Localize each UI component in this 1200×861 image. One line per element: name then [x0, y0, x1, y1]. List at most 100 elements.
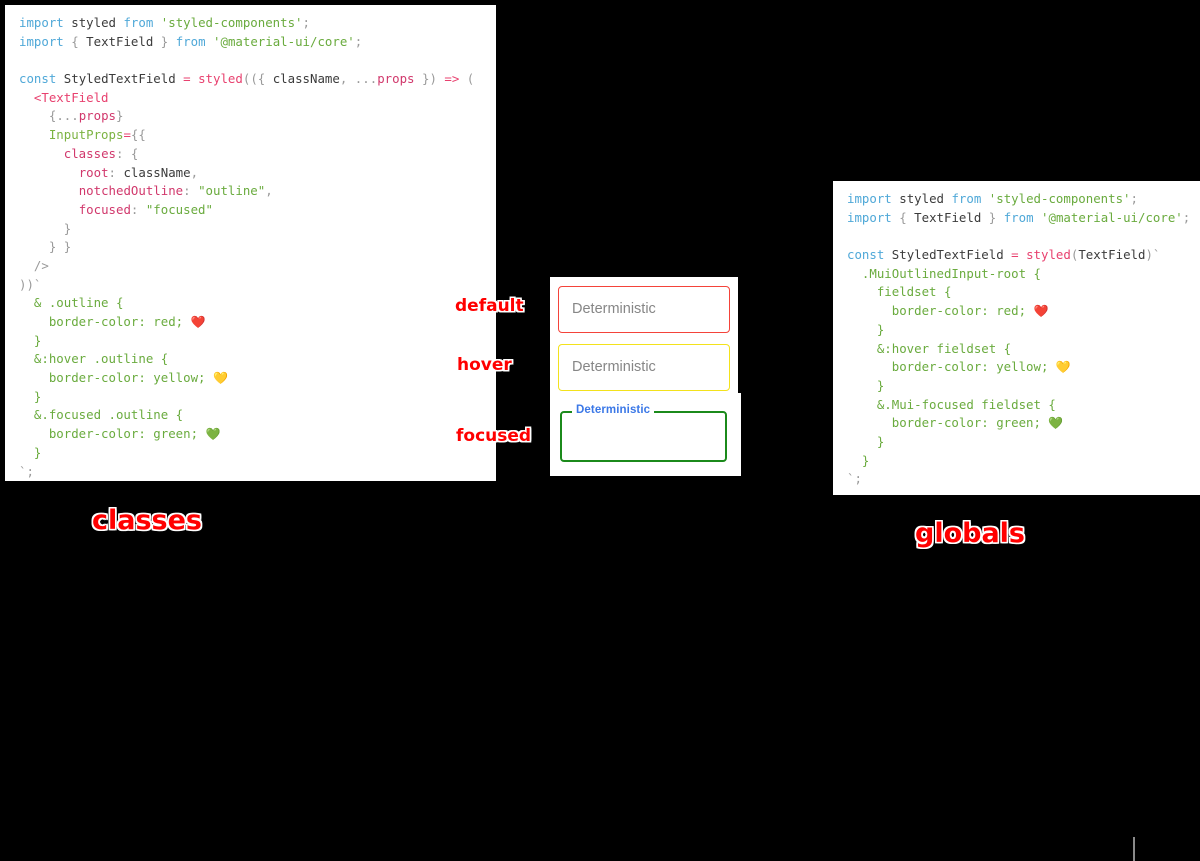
code-line: &.focused .outline { — [19, 406, 496, 425]
code-line: root: className, — [19, 164, 496, 183]
code-token: { — [257, 71, 266, 87]
code-token: ... — [56, 108, 79, 124]
code-token: InputProps — [48, 127, 124, 143]
code-token: import — [847, 209, 892, 225]
code-token: : — [108, 164, 116, 180]
code-token: } — [116, 108, 124, 124]
code-token — [347, 71, 354, 86]
code-token: : — [183, 183, 191, 199]
code-token — [1034, 210, 1041, 225]
code-token — [56, 71, 63, 86]
code-line: } — [847, 433, 1200, 452]
code-token — [123, 146, 130, 161]
code-token — [191, 71, 198, 86]
code-token: classes — [63, 145, 116, 161]
code-line: } — [19, 220, 496, 239]
code-token: import — [847, 191, 892, 206]
code-token: &:hover fieldset { — [847, 340, 1012, 356]
code-token: : — [115, 145, 124, 161]
code-token: 'styled-components' — [160, 15, 303, 30]
code-line: & .outline { — [19, 294, 496, 313]
code-token: )` — [1145, 247, 1161, 263]
code-token: } — [19, 444, 42, 460]
code-line: border-color: green; 💚 — [847, 414, 1200, 433]
code-token — [19, 165, 79, 180]
code-token — [996, 210, 1003, 225]
annotation-focused: focused — [456, 426, 532, 446]
code-token: = — [183, 71, 191, 87]
code-line: fieldset { — [847, 283, 1200, 302]
code-token: TextField — [914, 209, 982, 225]
code-token: border-color: green; — [19, 426, 206, 442]
code-token: from — [123, 15, 154, 30]
code-token — [191, 183, 198, 198]
code-line: border-color: red; ❤️ — [19, 313, 496, 332]
code-token: '@material-ui/core' — [213, 33, 355, 49]
code-token — [19, 221, 64, 236]
code-token — [459, 71, 466, 86]
code-token — [19, 90, 34, 105]
code-token: border-color: red; — [19, 314, 191, 329]
textfield-focused[interactable] — [560, 411, 1135, 861]
code-token — [884, 247, 891, 262]
code-token: { — [48, 108, 57, 124]
code-token — [981, 191, 988, 206]
code-line: import { TextField } from '@material-ui/… — [19, 33, 496, 52]
code-token — [1019, 247, 1026, 262]
code-token: &.focused .outline { — [19, 407, 184, 423]
code-token — [206, 34, 213, 49]
code-token: { — [71, 33, 79, 49]
code-token: from — [1003, 209, 1034, 225]
code-token: } — [847, 433, 885, 449]
textfield-default[interactable]: Deterministic — [558, 286, 730, 333]
code-token: 'styled-components' — [988, 191, 1131, 206]
code-token — [19, 258, 34, 273]
code-line: } — [19, 444, 496, 463]
code-token — [153, 15, 160, 30]
code-token: "outline" — [198, 183, 266, 199]
code-token: ❤️ — [190, 315, 206, 329]
code-token: 💛 — [1055, 360, 1071, 375]
code-token — [981, 210, 988, 225]
code-token: TextField — [1078, 247, 1146, 263]
code-token — [153, 34, 160, 49]
code-line: classes: { — [19, 145, 496, 164]
code-token: `; — [19, 463, 34, 479]
code-token — [265, 71, 272, 86]
code-line: } — [847, 377, 1200, 396]
code-token: "focused" — [145, 201, 213, 217]
code-line: } } — [19, 238, 496, 257]
code-token: border-color: green; — [847, 415, 1049, 431]
code-token: const — [847, 247, 885, 263]
code-line: const StyledTextField = styled(({ classN… — [19, 70, 496, 89]
code-token: (( — [242, 71, 258, 87]
code-token — [138, 202, 145, 217]
code-token: styled — [71, 15, 116, 30]
code-line: InputProps={{ — [19, 126, 496, 145]
code-token: : — [130, 201, 139, 217]
code-token: } — [847, 321, 885, 337]
annotation-hover: hover — [457, 355, 512, 375]
code-token: } — [988, 209, 997, 225]
code-token: ... — [354, 71, 378, 87]
caption-classes: classes — [92, 505, 203, 536]
code-line: &:hover .outline { — [19, 350, 496, 369]
textfield-hover[interactable]: Deterministic — [558, 344, 730, 391]
code-token: ; — [354, 33, 363, 49]
code-token: props — [78, 108, 117, 124]
code-token: &.Mui-focused fieldset { — [847, 396, 1056, 412]
code-token: => — [444, 71, 460, 87]
code-token: `; — [847, 471, 862, 487]
code-token — [168, 34, 175, 49]
code-token: StyledTextField — [891, 247, 1004, 263]
text-cursor-icon — [1133, 837, 1135, 861]
code-token: , — [339, 71, 348, 87]
code-token — [19, 202, 79, 217]
code-line: border-color: yellow; 💛 — [847, 358, 1200, 377]
code-token: <TextField — [33, 89, 109, 105]
code-line: `; — [19, 463, 496, 482]
code-line: /> — [19, 257, 496, 276]
code-token: className — [272, 71, 340, 87]
code-token — [19, 239, 49, 254]
code-token: focused — [78, 201, 131, 217]
